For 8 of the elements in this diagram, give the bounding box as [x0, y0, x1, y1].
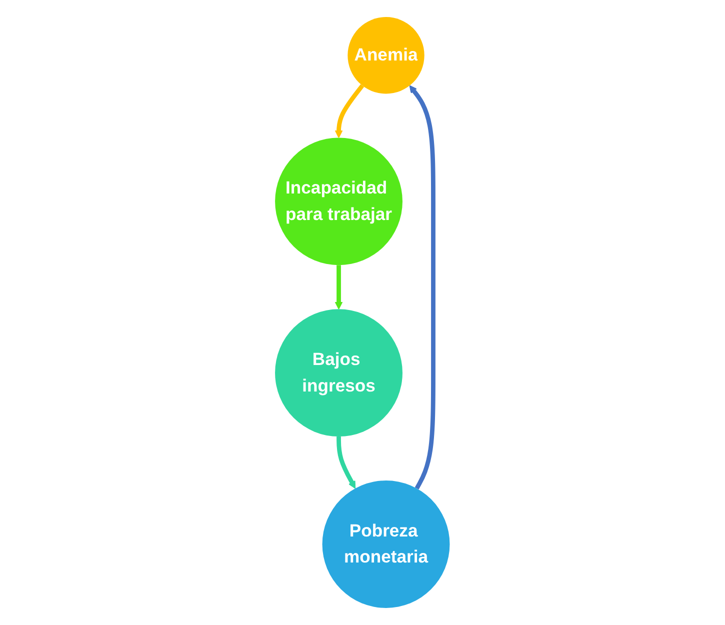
node-circle: Bajos ingresos	[275, 309, 403, 437]
arrow	[335, 84, 364, 138]
node-circle: Incapacidad para trabajar	[275, 138, 403, 266]
node-circle: Anemia	[348, 17, 424, 94]
arrow	[336, 436, 356, 489]
arrow	[409, 85, 436, 490]
node-circle: Pobreza monetaria	[322, 480, 450, 608]
arrow	[335, 265, 343, 310]
